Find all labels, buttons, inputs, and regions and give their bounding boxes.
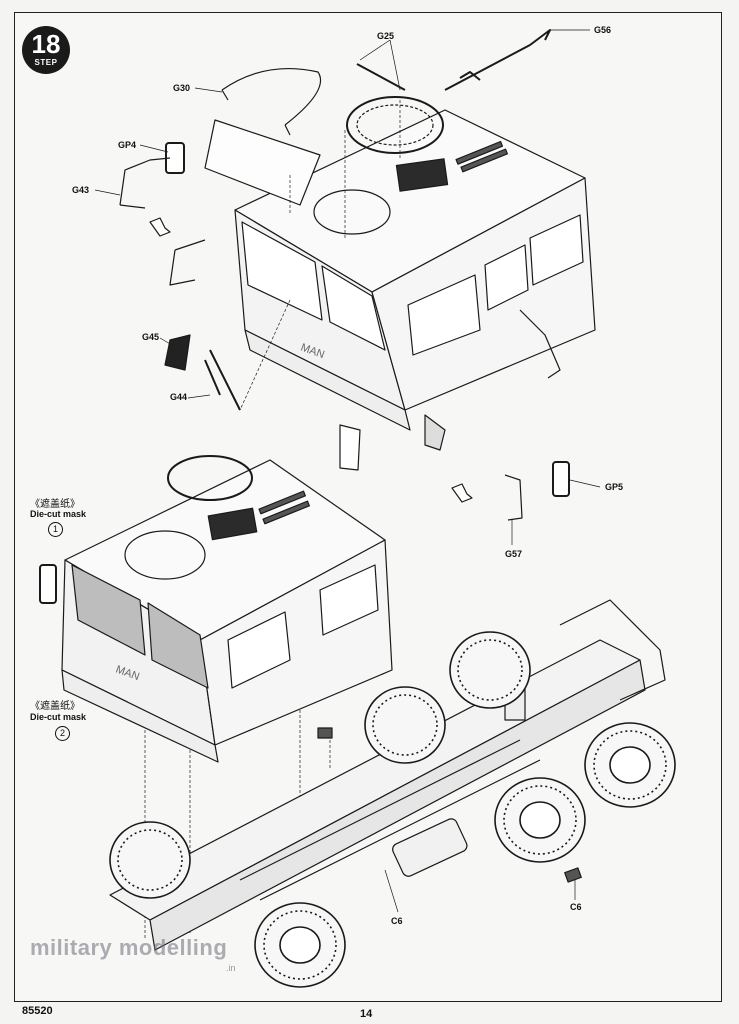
g30-rail-part xyxy=(221,67,322,136)
mask-2-number: 2 xyxy=(55,726,70,741)
kit-number: 85520 xyxy=(22,1005,53,1017)
label-g44: G44 xyxy=(170,392,188,402)
label-c6-right: C6 xyxy=(570,902,582,912)
upper-cab-body: MAN xyxy=(234,96,596,451)
chassis-wheels xyxy=(109,631,676,988)
label-g45: G45 xyxy=(142,332,160,342)
gp5-mirror-part xyxy=(552,461,570,497)
label-gp4: GP4 xyxy=(118,140,137,150)
step-word: STEP xyxy=(34,58,58,67)
label-c6-left: C6 xyxy=(391,916,403,926)
lower-cab-body: MAN xyxy=(39,455,393,763)
label-gp5: GP5 xyxy=(605,482,624,492)
label-g57: G57 xyxy=(505,549,523,559)
leader-lines xyxy=(94,29,601,913)
label-g30: G30 xyxy=(173,83,191,93)
mask-2-chinese-label: 《遮盖纸》 xyxy=(30,701,80,712)
g56-antenna-part xyxy=(444,29,551,91)
g43-mirror-arm-part xyxy=(119,157,171,209)
assembly-arrow-icon xyxy=(451,483,473,503)
step-number: 18 xyxy=(31,29,61,59)
c6-part-left xyxy=(317,727,333,739)
label-g25: G25 xyxy=(377,31,395,41)
watermark-subtext: .in xyxy=(226,963,236,973)
g25-rod-part xyxy=(356,63,406,91)
label-g56: G56 xyxy=(594,25,612,35)
watermark-text: military modelling xyxy=(30,935,228,960)
label-g43: G43 xyxy=(72,185,90,195)
mask-1-number: 1 xyxy=(48,522,63,537)
page-number: 14 xyxy=(360,1008,373,1020)
mask-1-english-label: Die-cut mask xyxy=(30,509,87,519)
step-badge: 18 STEP xyxy=(22,26,70,74)
assembly-arrow-icon xyxy=(149,217,171,237)
g44-wiper-part xyxy=(204,349,241,411)
c6-part-right xyxy=(564,867,582,883)
mask-1-chinese-label: 《遮盖纸》 xyxy=(30,499,80,510)
mask-2-english-label: Die-cut mask xyxy=(30,712,87,722)
g45-wiper-part xyxy=(164,334,191,371)
g57-mirror-arm-part xyxy=(504,474,523,521)
